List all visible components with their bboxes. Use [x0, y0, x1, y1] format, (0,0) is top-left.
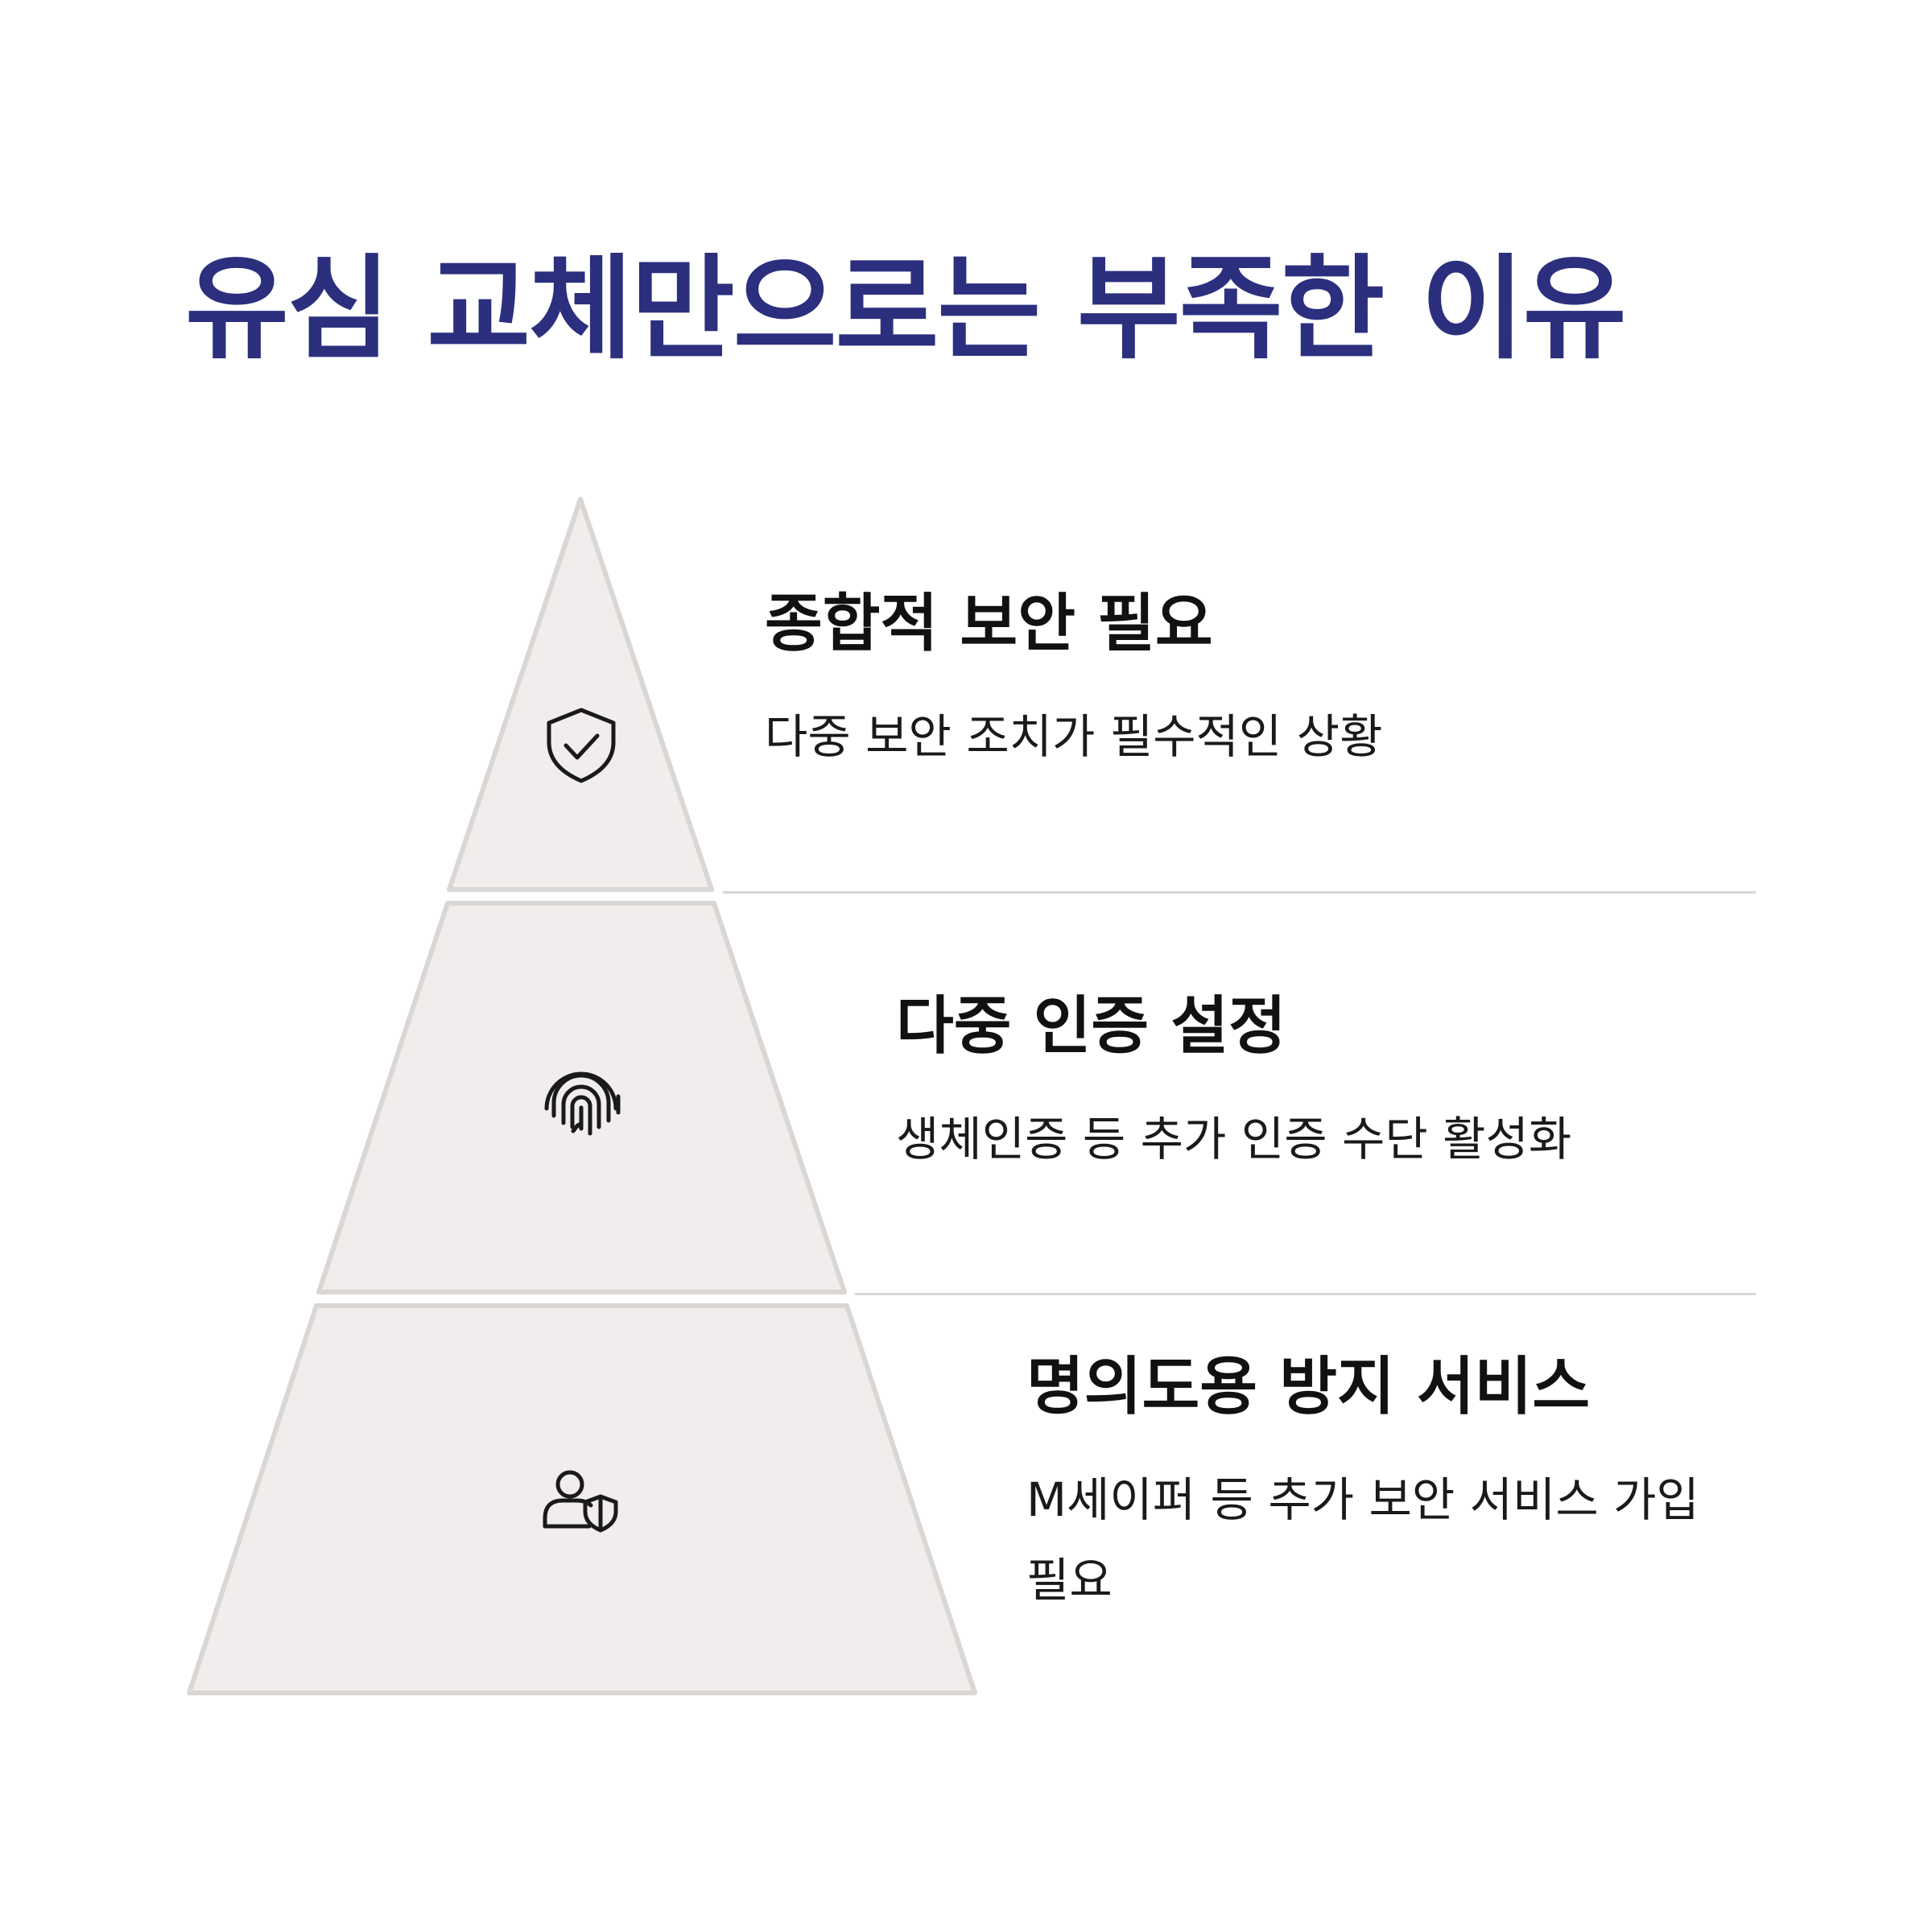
tier-2-text: 다중 인증 설정 생체인증 등 추가 인증 수단 활성화: [896, 986, 1755, 1179]
tier-2-description: 생체인증 등 추가 인증 수단 활성화: [896, 1112, 1572, 1166]
shield-check-icon: [547, 708, 616, 783]
tier-3-text: 명의도용 방지 서비스 M세이퍼 등 추가 보안 서비스 가입 필요: [1026, 1347, 1727, 1620]
page-title: 유심 교체만으로는 부족한 이유: [185, 244, 1627, 375]
tier-1-description: 다중 보안 조치가 필수적인 상황: [765, 709, 1383, 764]
tier-3-heading: 명의도용 방지 서비스: [1026, 1351, 1591, 1423]
fingerprint-icon: [544, 1071, 621, 1136]
tier-1-text: 종합적 보안 필요 다중 보안 조치가 필수적인 상황: [765, 584, 1755, 777]
tier-divider-1: [723, 891, 1756, 894]
tier-3-description: M세이퍼 등 추가 보안 서비스 가입 필요: [1026, 1472, 1699, 1608]
tier-1-heading: 종합적 보안 필요: [765, 588, 1213, 660]
user-shield-icon: [543, 1470, 618, 1533]
pyramid-tier-top: [447, 497, 714, 892]
tier-2-heading: 다중 인증 설정: [896, 990, 1286, 1063]
tier-divider-2: [855, 1293, 1756, 1295]
